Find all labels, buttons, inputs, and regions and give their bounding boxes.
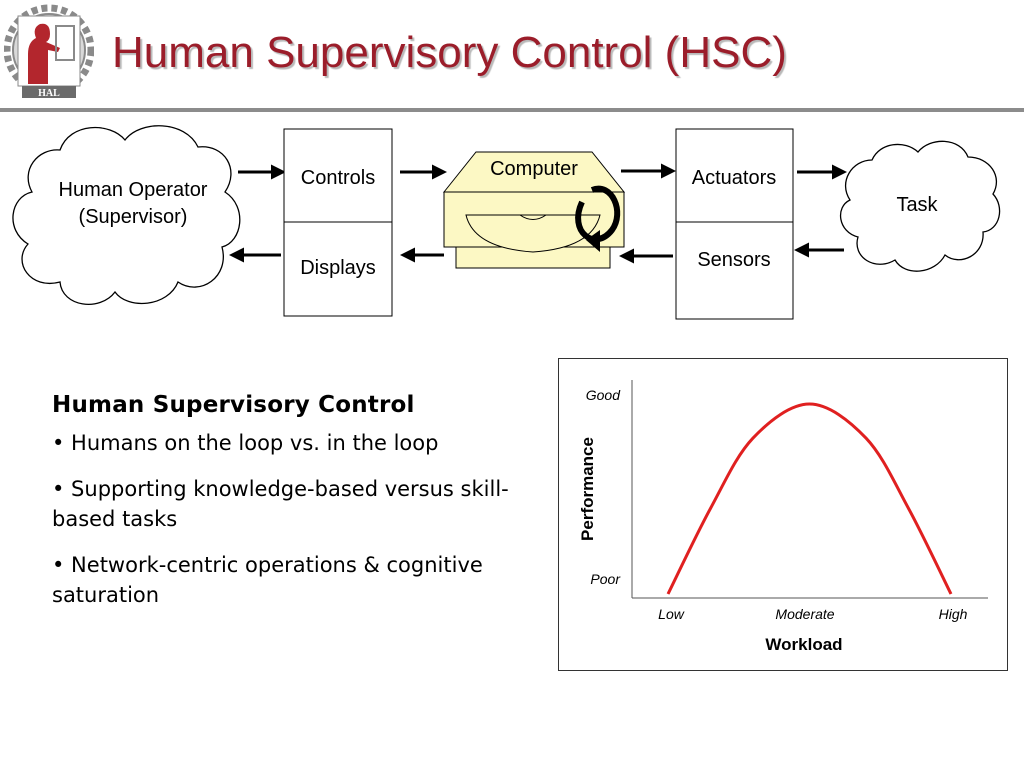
x-tick-moderate: Moderate [775, 606, 834, 622]
hal-logo: HAL [4, 4, 94, 99]
processing-loop-icon [575, 185, 621, 252]
page-title: Human Supervisory Control (HSC) [112, 28, 787, 77]
controls-label: Controls [301, 167, 375, 189]
bullet-item: • Supporting knowledge-based versus skil… [52, 477, 509, 531]
computer-icon: Computer [442, 151, 626, 269]
person-silhouette-icon [28, 23, 60, 84]
x-axis-label: Workload [765, 635, 842, 654]
actuators-box: Actuators [675, 128, 794, 223]
controls-box: Controls [283, 128, 393, 223]
operator-label-line1: Human Operator [59, 179, 208, 201]
displays-box: Displays [283, 221, 393, 317]
operator-cloud: Human Operator (Supervisor) [12, 125, 241, 305]
task-label: Task [896, 194, 938, 216]
bullet-heading: Human Supervisory Control [52, 392, 415, 418]
actuators-label: Actuators [692, 167, 776, 189]
x-tick-high: High [939, 606, 968, 622]
logo-text: HAL [38, 88, 60, 99]
task-cloud: Task [840, 140, 1001, 272]
performance-curve [666, 402, 953, 595]
bullet-section: Human Supervisory Control • Humans on th… [52, 392, 552, 626]
chart-frame [558, 358, 1008, 671]
title-divider [0, 108, 1024, 112]
workload-performance-chart: Good Poor Low Moderate High Workload Per… [578, 380, 988, 654]
sensors-label: Sensors [697, 249, 770, 271]
bullet-list: • Humans on the loop vs. in the loop • S… [52, 428, 552, 610]
y-tick-poor: Poor [590, 571, 621, 587]
operator-label-line2: (Supervisor) [79, 206, 188, 228]
x-tick-low: Low [658, 606, 685, 622]
bullet-item: • Network-centric operations & cognitive… [52, 553, 483, 607]
y-axis-label: Performance [578, 437, 597, 541]
bullet-item: • Humans on the loop vs. in the loop [52, 431, 439, 455]
computer-label: Computer [490, 158, 578, 180]
y-tick-good: Good [586, 387, 621, 403]
hsc-loop-diagram: Human Operator (Supervisor) Controls Dis… [12, 125, 1001, 320]
sensors-box: Sensors [675, 221, 794, 320]
displays-label: Displays [300, 257, 376, 279]
